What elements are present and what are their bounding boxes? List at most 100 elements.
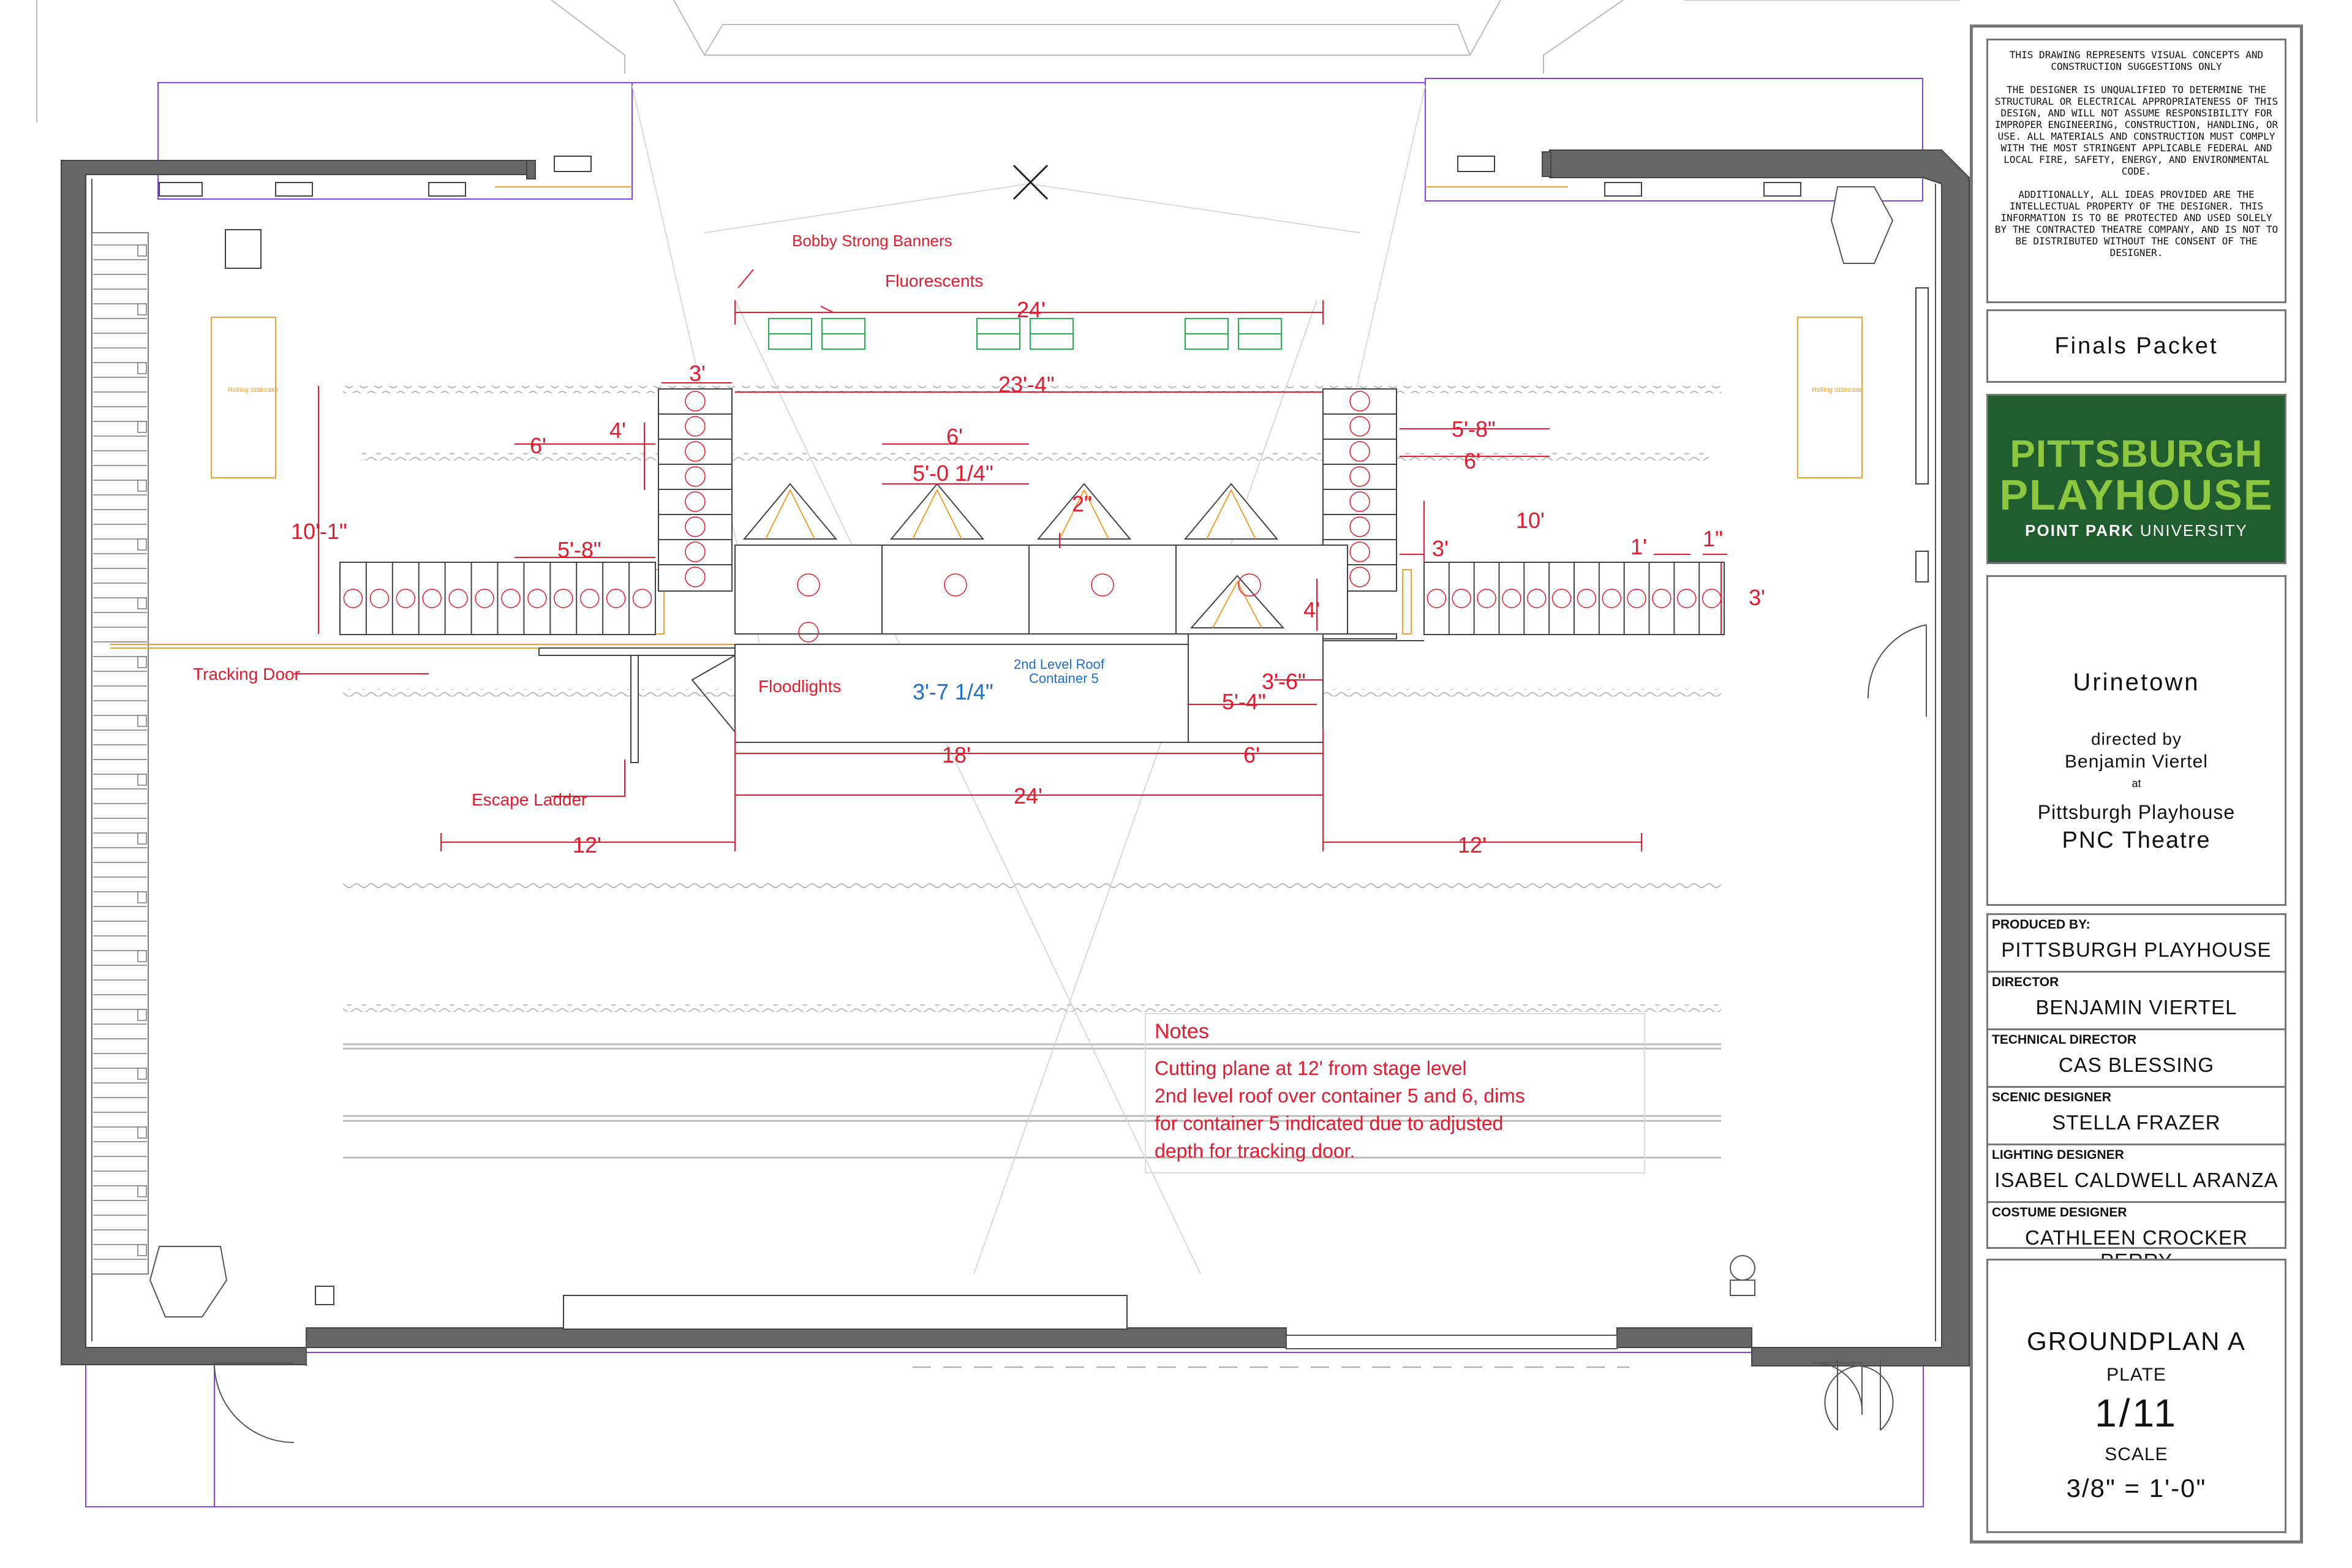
platform-height-marker	[396, 589, 416, 608]
orange-tracks	[110, 186, 1863, 649]
credits: PRODUCED BY: PITTSBURGH PLAYHOUSE DIRECTO…	[1986, 913, 2286, 1272]
notes-line2: 2nd level roof over container 5 and 6, d…	[1155, 1085, 1525, 1107]
plate-number: 1/11	[2095, 1391, 2178, 1435]
dim-4: 4'	[609, 418, 626, 443]
credit-name: CAS BLESSING	[2058, 1054, 2215, 1076]
credit-name: BENJAMIN VIERTEL	[2035, 996, 2237, 1019]
battens	[343, 1043, 1721, 1159]
platform-height-marker	[1602, 589, 1621, 608]
theatre-name: PNC Theatre	[2062, 827, 2211, 853]
dim-10-1: 10'-1"	[291, 519, 347, 544]
step-height-marker	[685, 567, 706, 587]
dim-6-center: 6'	[946, 424, 963, 449]
disclaimer: THIS DRAWING REPRESENTS VISUAL CONCEPTS …	[1986, 39, 2286, 303]
dim-24-top: 24'	[1017, 297, 1046, 322]
annotation-labels: Bobby Strong Banners Fluorescents Tracki…	[193, 232, 983, 809]
dim-6-right: 6'	[1464, 448, 1480, 473]
logo-line-3: POINT PARK UNIVERSITY	[1988, 521, 2285, 540]
notes-line3: for container 5 indicated due to adjuste…	[1155, 1112, 1503, 1134]
dim-4-right: 4'	[1303, 597, 1320, 622]
dim-18: 18'	[942, 742, 971, 767]
credit-name: PITTSBURGH PLAYHOUSE	[2001, 938, 2272, 961]
rolling-staircase-left-label: Rolling Staircase	[228, 386, 279, 394]
rack-hook	[137, 597, 147, 609]
scale-label: SCALE	[2105, 1444, 2168, 1464]
rack-hook	[137, 891, 147, 903]
platform-height-marker	[422, 589, 442, 608]
platform-height-marker	[579, 589, 600, 608]
rack-hook	[137, 950, 147, 962]
platform-height-marker	[369, 589, 390, 608]
step-height-marker	[685, 541, 706, 562]
container-height-marker	[944, 573, 967, 597]
dim-23-4: 23'-4"	[998, 372, 1055, 397]
platform-height-marker	[343, 589, 363, 608]
dim-3-7-1-4: 3'-7 1/4"	[913, 679, 993, 704]
notes-box: Notes Cutting plane at 12' from stage le…	[1145, 1013, 1645, 1174]
escape-ladder-label: Escape Ladder	[472, 790, 587, 809]
stair-steps	[658, 391, 1396, 587]
step-height-marker	[685, 441, 706, 462]
dim-3-left: 3'	[689, 361, 706, 386]
rack-hook	[137, 1068, 147, 1080]
rack-hook	[137, 1009, 147, 1021]
rack-lines	[93, 244, 147, 1260]
notes-title: Notes	[1155, 1020, 1209, 1043]
rack-hook	[137, 538, 147, 551]
rack-hook	[137, 715, 147, 727]
rack-hook	[137, 362, 147, 374]
logo-line-1: PITTSBURGH	[2010, 433, 2263, 475]
rack-hook	[137, 656, 147, 668]
corner-towers	[149, 186, 1894, 1317]
dim-3-right: 3'	[1432, 536, 1449, 561]
tracking-door-label: Tracking Door	[193, 665, 300, 684]
dim-1in: 1"	[1703, 526, 1723, 551]
dim-12-right: 12'	[1458, 832, 1487, 858]
rack-hook	[137, 480, 147, 492]
plate-info: GROUNDPLAN A PLATE 1/11 SCALE 3/8" = 1'-…	[1986, 1259, 2286, 1533]
platform-cells	[343, 562, 1722, 635]
scale-value: 3/8" = 1'-0"	[2066, 1474, 2207, 1502]
step-height-marker	[1349, 541, 1370, 562]
credit-name: ISABEL CALDWELL ARANZA	[1994, 1169, 2278, 1191]
dim-5-4: 5'-4"	[1222, 689, 1266, 714]
platform-height-marker	[1551, 589, 1572, 608]
platform-height-marker	[1427, 589, 1447, 608]
top-electrics	[159, 156, 1801, 197]
rack-hook	[137, 1185, 147, 1197]
venue-name: Pittsburgh Playhouse	[2037, 801, 2236, 823]
dimension-labels: 24' 23'-4" 3' 4' 6' 10'-1" 5'-8" 6' 5'-0…	[291, 297, 1765, 858]
credit-role: SCENIC DESIGNER	[1992, 1090, 2111, 1104]
platform-height-marker	[606, 589, 626, 608]
dim-3-6: 3'-6"	[1262, 669, 1306, 694]
step-height-marker	[685, 416, 706, 437]
dim-1ft: 1'	[1630, 534, 1647, 559]
logo-university: UNIVERSITY	[2139, 521, 2248, 540]
dim-5-8-right: 5'-8"	[1452, 417, 1496, 442]
packet-title: Finals Packet	[1986, 309, 2286, 383]
credit-role: PRODUCED BY:	[1992, 918, 2090, 932]
left-wall-racks	[91, 232, 149, 1275]
credit-row: PRODUCED BY: PITTSBURGH PLAYHOUSE	[1988, 915, 2285, 973]
directed-by-label: directed by	[2091, 729, 2182, 748]
roof-note-line1: 2nd Level Roof	[1014, 657, 1105, 672]
fluorescents-label: Fluorescents	[885, 271, 983, 290]
platform-height-marker	[1527, 589, 1547, 608]
platform-height-marker	[475, 589, 494, 608]
logo-line-2: PLAYHOUSE	[1999, 471, 2274, 519]
platform-height-marker	[1577, 589, 1597, 608]
credit-role: LIGHTING DESIGNER	[1992, 1148, 2124, 1162]
dim-5-8-left: 5'-8"	[557, 537, 601, 562]
platform-height-marker	[501, 589, 521, 608]
guide-lines	[85, 78, 1924, 1507]
dim-12-left: 12'	[573, 832, 601, 858]
dim-6-bottom: 6'	[1243, 742, 1260, 767]
dim-6-left: 6'	[530, 433, 546, 458]
platform-height-marker	[1677, 589, 1697, 608]
step-height-marker	[1349, 567, 1370, 587]
staircase-labels: Rolling Staircase Rolling Staircase	[228, 386, 1863, 394]
